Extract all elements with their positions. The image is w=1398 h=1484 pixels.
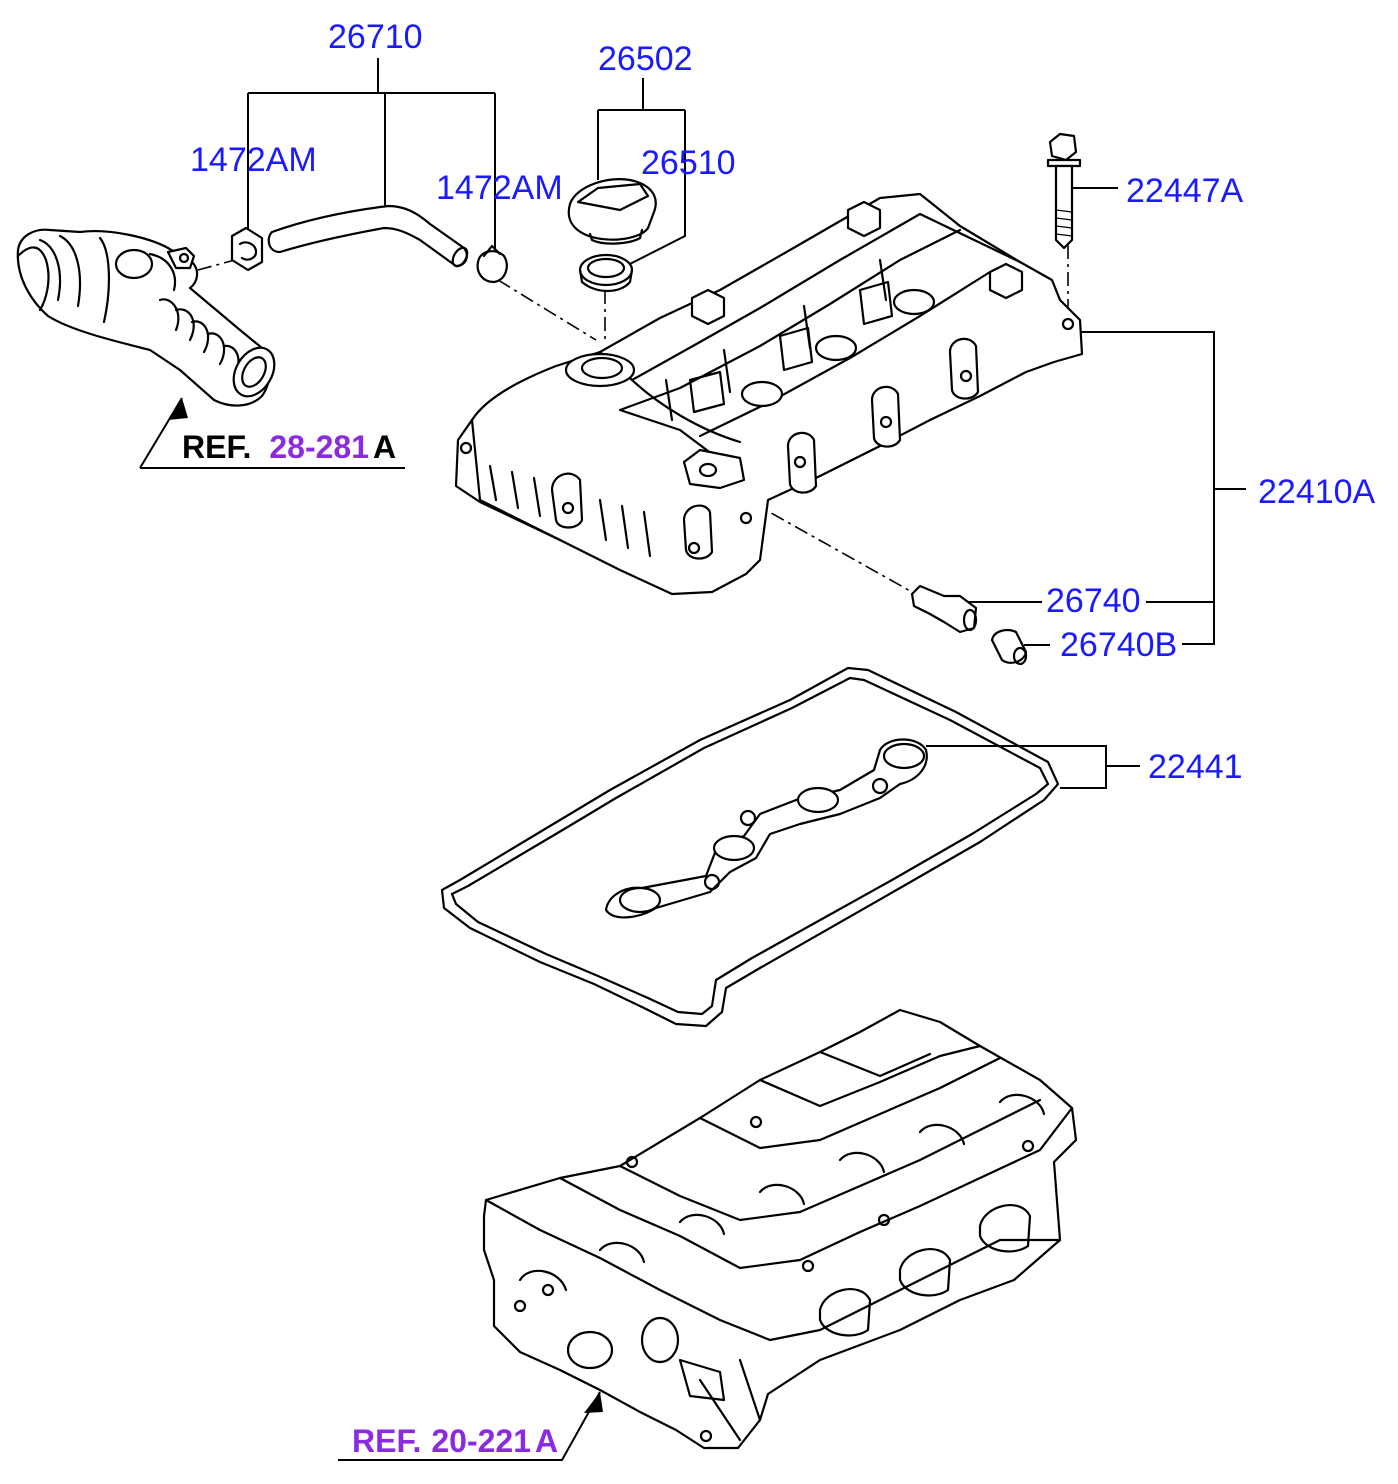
intake-hose [16, 228, 276, 407]
ref-label-bottom: REF. 20-221 A [352, 1423, 558, 1459]
label-clamp-right: 1472AM [436, 169, 563, 207]
pcv-grommet [990, 629, 1028, 666]
rocker-cover [454, 192, 1084, 596]
svg-text:REF. 20-221 A: REF. 20-221 A [352, 1423, 558, 1459]
label-pcv-grommet: 26740B [1060, 626, 1177, 664]
ref-top-number: 28-281 [269, 429, 369, 465]
label-cover-gasket: 22441 [1148, 748, 1243, 786]
label-hose-assy: 26710 [328, 18, 423, 56]
label-filler-cap: 26510 [641, 144, 736, 182]
oil-filler-cap [567, 178, 657, 293]
cover-gasket [440, 666, 1060, 1028]
cylinder-head [482, 1008, 1078, 1450]
ref-bottom-number: 20-221 [431, 1423, 531, 1459]
part-labels: 26710 1472AM 1472AM 26502 26510 22447A 2… [190, 18, 1376, 786]
label-cover-bolt: 22447A [1126, 172, 1244, 210]
hose-clamp-left [230, 226, 264, 272]
ref-label-top: REF. 28-281 A [182, 429, 396, 465]
pcv-valve [910, 584, 978, 634]
ref-top-suffix: A [373, 429, 396, 465]
label-filler-cap-assy: 26502 [598, 40, 693, 78]
ref-bottom-prefix: REF. [352, 1423, 421, 1459]
ref-top-prefix: REF. [182, 429, 251, 465]
label-clamp-left: 1472AM [190, 141, 317, 179]
cover-bolt [1046, 132, 1082, 250]
ref-bottom-suffix: A [535, 1423, 558, 1459]
label-pcv-valve: 26740 [1046, 582, 1141, 620]
label-cover-assy: 22410A [1258, 473, 1376, 511]
hose-clamp-right [476, 244, 508, 284]
svg-text:REF. 28-281 A: REF. 28-281 A [182, 429, 396, 465]
breather-hose [267, 204, 469, 268]
leader-lines [139, 58, 1246, 1461]
